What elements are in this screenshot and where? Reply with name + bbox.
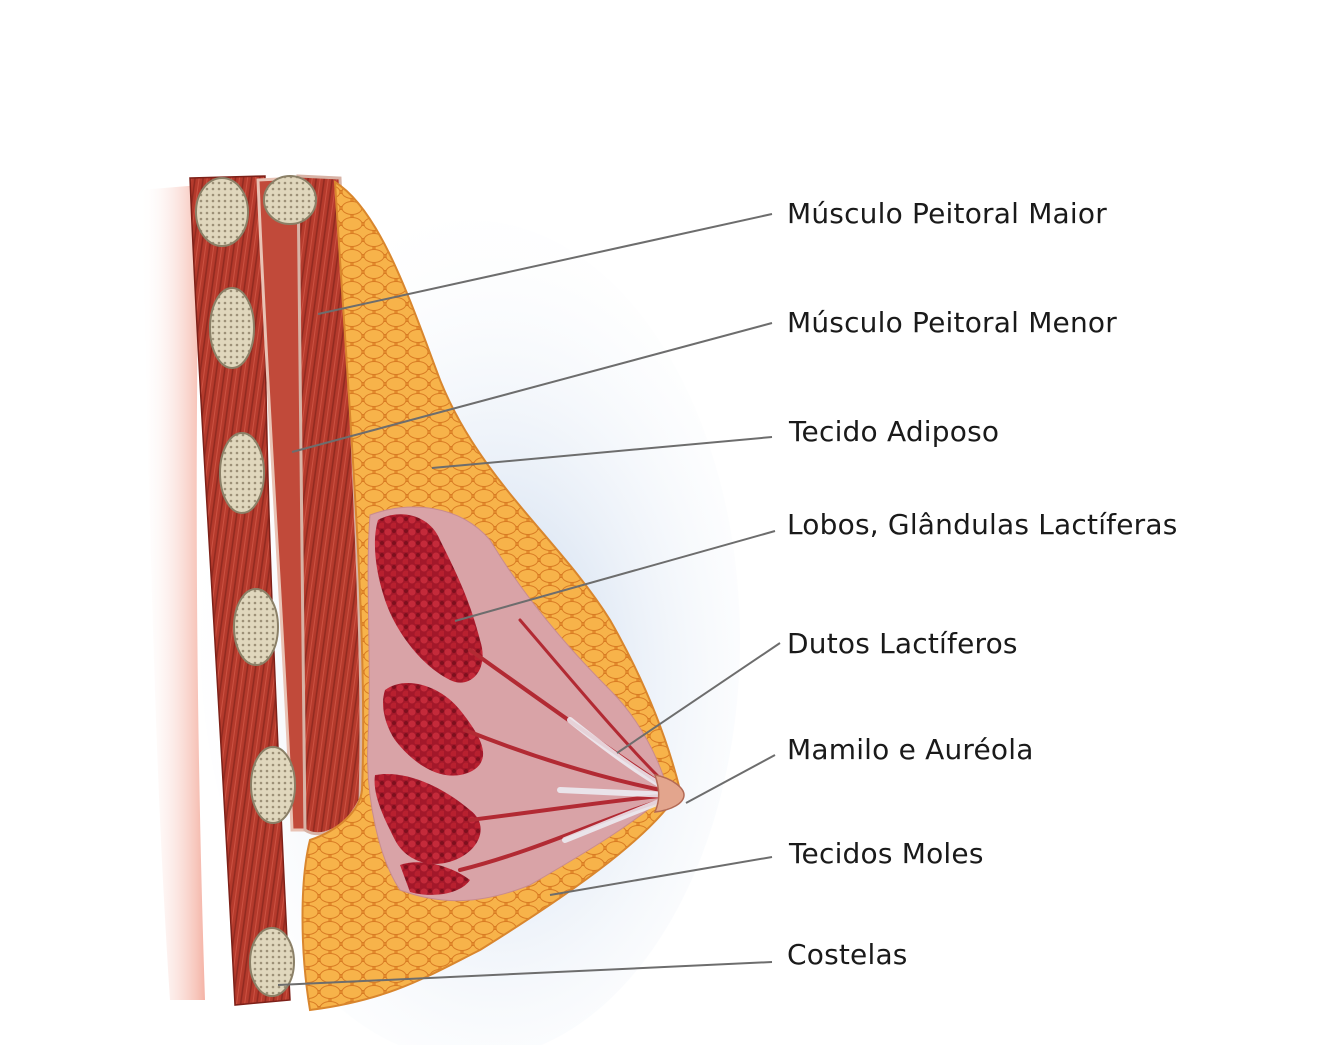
rib-6	[249, 927, 295, 997]
rib-5	[250, 746, 296, 824]
leader-pectoralis-major	[317, 213, 773, 315]
lobe-upper	[374, 514, 483, 683]
label-pectoralis-major: Músculo Peitoral Maior	[787, 197, 1107, 230]
label-ribs: Costelas	[787, 938, 908, 971]
ribs	[195, 175, 317, 997]
leader-adipose	[431, 436, 773, 469]
rib-3	[219, 432, 265, 514]
rib-4	[233, 588, 279, 666]
rib-top	[263, 175, 317, 225]
lobe-middle	[383, 682, 484, 776]
leader-soft-tissue	[549, 856, 773, 896]
label-adipose-tissue: Tecido Adiposo	[789, 415, 1000, 448]
label-pectoralis-minor: Músculo Peitoral Menor	[787, 306, 1117, 339]
leader-lobes	[454, 530, 776, 622]
label-lactiferous-ducts: Dutos Lactíferos	[787, 627, 1018, 660]
lobe-lower	[374, 774, 481, 864]
nipple	[653, 774, 685, 813]
leader-ducts	[616, 642, 781, 754]
label-soft-tissues: Tecidos Moles	[789, 837, 984, 870]
leader-pectoralis-minor	[291, 322, 773, 453]
rib-2	[209, 287, 255, 369]
leader-nipple	[685, 754, 776, 804]
lobe-bottom	[400, 862, 470, 895]
chest-wall-skin	[140, 185, 205, 1000]
label-nipple-areola: Mamilo e Auréola	[787, 733, 1034, 766]
leader-ribs	[277, 961, 773, 986]
rib-1	[195, 177, 249, 247]
label-lobes-glands: Lobos, Glândulas Lactíferas	[787, 508, 1178, 541]
leader-lines	[277, 213, 781, 986]
